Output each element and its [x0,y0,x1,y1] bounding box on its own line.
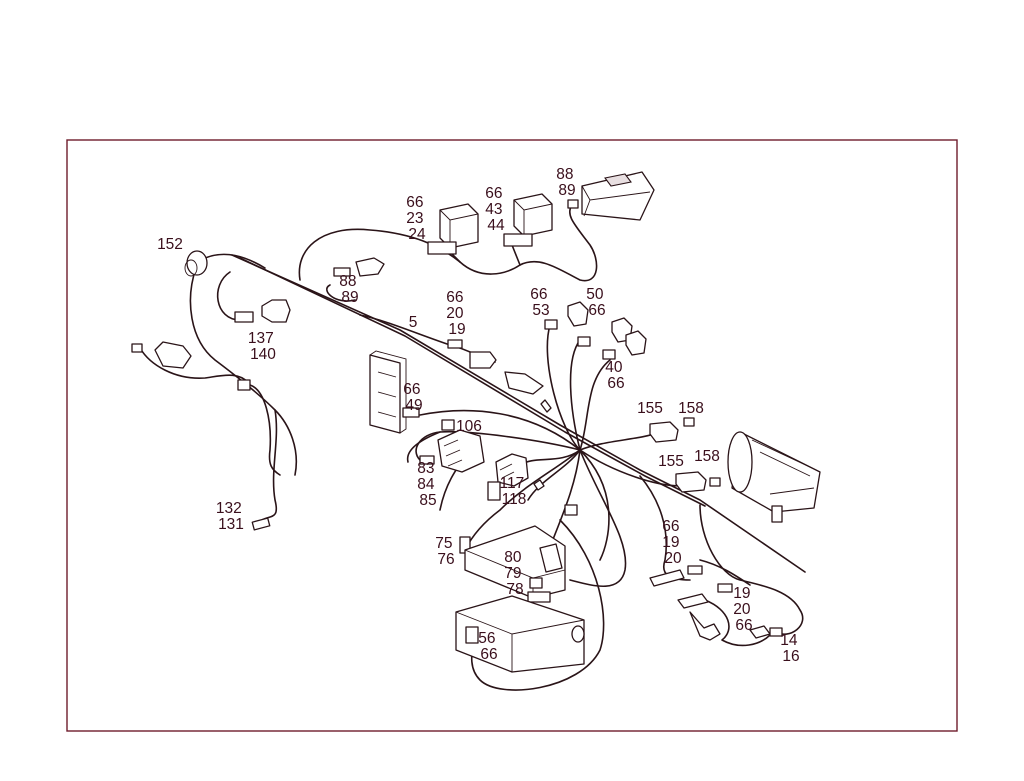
callout-66-20-19: 66 20 19 [446,289,468,338]
harness-components [131,171,821,673]
relay-socket-1 [427,241,457,255]
callout-88-89-left: 88 89 [339,273,361,306]
callout-75-76: 75 76 [435,535,457,568]
connector-83 [419,455,435,465]
terminal-small [540,399,552,413]
plug-tip [131,343,143,353]
plug-left [154,341,192,369]
connector-140 [261,299,291,323]
connector-106 [441,419,455,431]
callout-83-84-85: 83 84 85 [417,460,439,509]
relay-66-23-24 [439,203,479,249]
connector-137 [234,311,254,323]
connector-14-16 [749,625,771,639]
grommet-152 [186,250,208,276]
callout-50-66: 50 66 [586,286,608,319]
connector-small-left [237,379,251,391]
bracket-lower [689,611,721,641]
callout-56-66: 56 66 [478,630,500,663]
callout-66-23-24: 66 23 24 [406,194,428,243]
callout-158-lower: 158 [694,448,720,465]
callout-155-upper: 155 [637,400,663,417]
callout-137-140: 137 140 [248,330,278,363]
callout-106: 106 [456,418,482,435]
connector-19-20-66 [717,583,733,593]
callout-5: 5 [409,314,418,331]
callout-117-118: 117 118 [499,475,528,508]
connector-motor [771,505,783,523]
callout-14-16: 14 16 [780,632,802,665]
switch-155-lower [675,471,707,493]
connector-132 [251,517,271,531]
sensor-19-20-66 [677,593,709,609]
callout-66-19-20: 66 19 20 [662,518,684,567]
connector-66-19-20 [687,565,703,575]
relay-66-43-44 [513,193,553,237]
callout-132-131: 132 131 [216,500,246,533]
callout-40-66: 40 66 [605,359,627,392]
callout-66-49: 66 49 [403,381,425,414]
connector-78b [527,591,551,603]
callout-66-53: 66 53 [530,286,552,319]
switch-155-upper [649,421,679,443]
connector-14 [769,627,783,637]
connector-5 [447,339,463,349]
connector-66-20-19 [469,351,497,369]
connector-78 [529,577,543,589]
diagram-frame [66,139,958,732]
connector-tray-top [564,504,578,516]
relay-socket-2 [503,233,533,247]
control-box-56-66 [455,595,585,673]
connector-66-53 [544,319,558,330]
connector-66-49 [402,407,420,418]
callout-152: 152 [157,236,183,253]
connector-88-top [567,199,579,209]
connector-40b [625,330,647,356]
sensor-66-19-20 [649,569,685,587]
callout-19-20-66: 19 20 66 [733,585,755,634]
plug-158-upper [683,417,695,427]
connector-trunk-mid [504,371,544,395]
callout-80-79-78: 80 79 78 [504,549,526,598]
callout-66-43-44: 66 43 44 [485,185,507,234]
callout-88-89-top: 88 89 [556,166,578,199]
connector-89-left [355,257,385,277]
connector-56 [465,626,479,644]
component-106 [437,429,485,473]
connector-50-66 [577,336,591,347]
connector-88-left [333,267,351,277]
connector-50 [567,301,589,327]
connector-117 [487,481,501,501]
callout-158-upper: 158 [678,400,704,417]
callout-155-lower: 155 [658,453,684,470]
connector-40-66 [602,349,616,360]
terminal-117 [533,479,545,491]
plug-158-lower [709,477,721,487]
tray-plug [539,543,563,573]
callout-labels: 152 88 89 66 23 24 66 43 44 88 89 137 14… [157,166,802,665]
